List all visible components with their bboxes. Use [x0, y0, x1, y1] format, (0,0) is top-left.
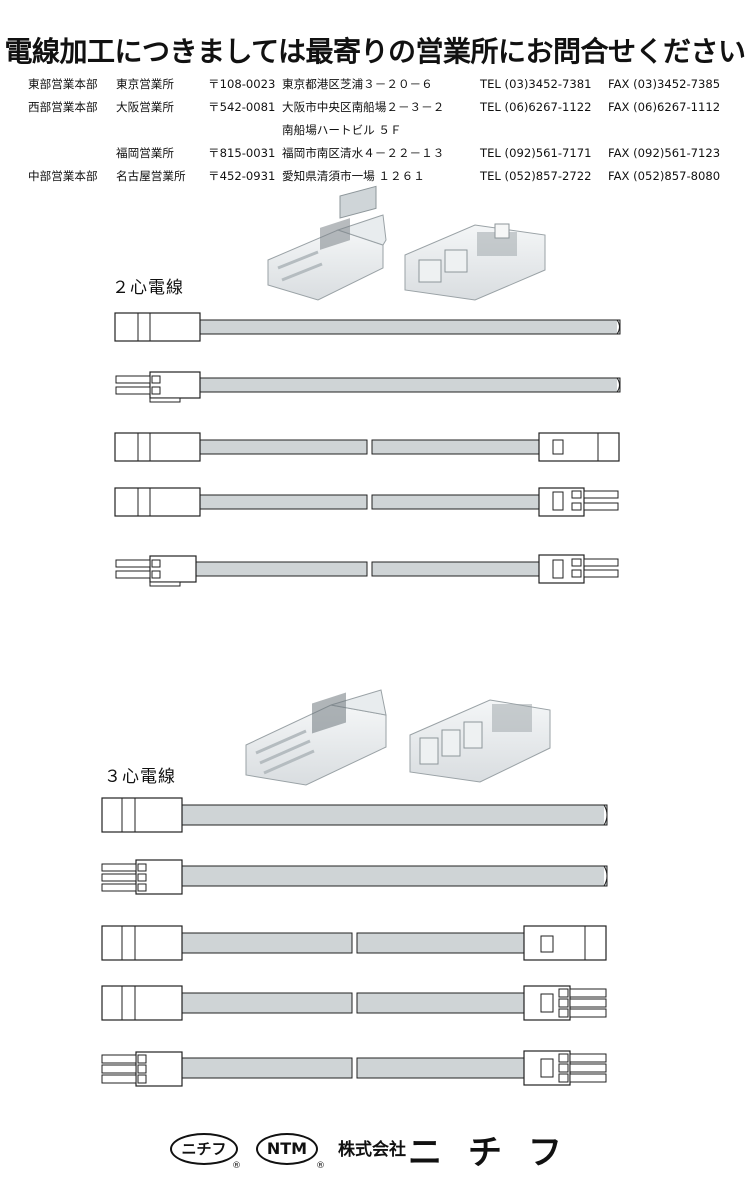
office-zip: 〒542-0081: [208, 100, 276, 114]
company-name: ニチフ: [408, 1133, 588, 1173]
wire-diagram-3core-4: [101, 985, 607, 1021]
office-address: 東京都港区芝浦３－２０－６: [282, 77, 433, 91]
office-fax: FAX (052)857-8080: [608, 169, 721, 183]
office-tel: TEL (03)3452-7381: [480, 77, 592, 91]
office-zip: 〒815-0031: [208, 146, 276, 160]
office-zip: 〒452-0931: [208, 169, 276, 183]
office-fax: FAX (03)3452-7385: [608, 77, 721, 91]
office-address: 福岡市南区清水４－２２－１３: [282, 146, 445, 160]
office-zip: 〒108-0023: [208, 77, 276, 91]
company-prefix: 株式会社: [338, 1140, 406, 1160]
office-address: 愛知県清須市一場 １２６１: [282, 169, 425, 183]
office-branch: 大阪営業所: [116, 100, 174, 114]
office-tel: TEL (092)561-7171: [480, 146, 592, 160]
office-address: 南船場ハートビル ５Ｆ: [282, 123, 402, 137]
wire-diagram-3core-1: [101, 797, 608, 833]
office-dept: 東部営業本部: [28, 77, 98, 91]
wire-diagram-2core-1: [114, 312, 621, 342]
wire-diagrams: [101, 185, 621, 1087]
wire-diagram-2core-2: [115, 371, 621, 403]
office-tel: TEL (06)6267-1122: [480, 100, 592, 114]
connector-photo-3core-plug: [245, 689, 387, 786]
wire-diagram-2core-5: [115, 554, 619, 587]
connector-photo-3core-receptacle: [409, 699, 551, 783]
office-branch: 名古屋営業所: [116, 169, 186, 183]
office-address: 大阪市中央区南船場２－３－２: [282, 100, 445, 114]
wire-diagram-3core-5: [101, 1050, 607, 1087]
footer: ニチフ ® NTM ® 株式会社 ニチフ: [0, 1125, 750, 1175]
wire-diagram-3core-3: [101, 925, 607, 961]
office-tel: TEL (052)857-2722: [480, 169, 592, 183]
office-branch: 福岡営業所: [116, 146, 174, 160]
connector-photo-2core-receptacle: [404, 223, 546, 301]
wire-diagram-3core-2: [101, 859, 608, 895]
office-dept: 中部営業本部: [28, 169, 98, 183]
office-branch: 東京営業所: [116, 77, 174, 91]
ntm-logo: NTM ®: [256, 1133, 325, 1171]
wire-diagram-2core-3: [114, 432, 620, 462]
office-dept: 西部営業本部: [28, 100, 98, 114]
office-fax: FAX (092)561-7123: [608, 146, 721, 160]
nichifu-logo: ニチフ ®: [170, 1133, 241, 1171]
wire-diagram-2core-4: [114, 487, 619, 517]
office-fax: FAX (06)6267-1112: [608, 100, 721, 114]
section-label-2core: ２心電線: [112, 278, 184, 298]
section-label-3core: ３心電線: [104, 767, 176, 787]
page-title: 電線加工につきましては最寄りの営業所にお問合せください: [4, 35, 746, 68]
connector-photo-2core-plug: [267, 185, 387, 301]
